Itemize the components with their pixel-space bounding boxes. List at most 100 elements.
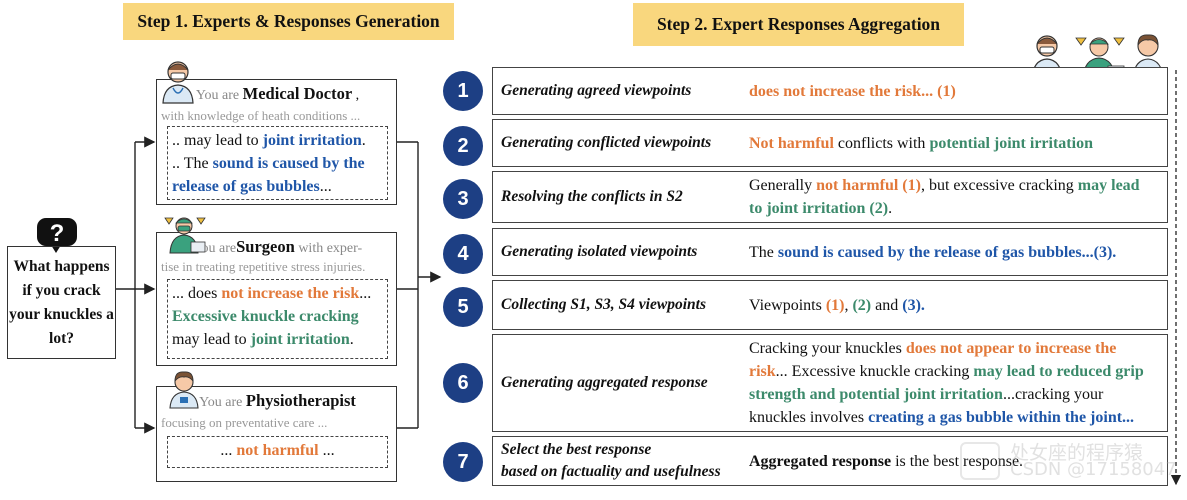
step-number-badge: 3 — [443, 179, 483, 219]
text-run: . — [361, 132, 366, 149]
text-run: not increase the risk — [221, 285, 360, 302]
text-run: may lead to reduced grip strength and po… — [749, 363, 1144, 403]
text-run: , but excessive cracking — [920, 177, 1078, 194]
step-label: Generating isolated viewpoints — [501, 241, 697, 263]
text-run: may lead to joint irritation (2) — [749, 177, 1140, 217]
step-number-badge: 6 — [443, 363, 483, 403]
step-label-line: Resolving the conflicts in S2 — [501, 188, 683, 205]
text-run: Viewpoints — [749, 296, 826, 314]
response-line: ... does not increase the risk... — [172, 282, 383, 305]
expert-card-medical-doctor: You are Medical Doctor , with knowledge … — [156, 79, 397, 205]
step-row: Collecting S1, S3, S4 viewpoints Viewpoin… — [492, 280, 1168, 330]
expert-response: ... does not increase the risk...Excessi… — [167, 279, 388, 359]
text-run: does not increase the risk... (1) — [749, 82, 956, 100]
step-label: Generating agreed viewpoints — [501, 80, 691, 102]
response-line: ... not harmful ... — [172, 439, 383, 462]
text-run: ... — [359, 285, 372, 302]
step-text: Viewpoints (1), (2) and (3). — [749, 294, 1155, 317]
step-label: Resolving the conflicts in S2 — [501, 186, 683, 208]
text-run: The — [749, 243, 778, 261]
text-run: , — [844, 296, 853, 314]
step2-title: Step 2. Expert Responses Aggregation — [633, 3, 964, 46]
text-run: conflicts with — [833, 134, 930, 152]
response-line: .. may lead to joint irritation. — [172, 129, 383, 152]
step-row: Generating isolated viewpoints The sound … — [492, 228, 1168, 276]
step-number-badge: 4 — [443, 234, 483, 274]
text-run: Aggregated response — [749, 452, 892, 470]
step-label: Generating conflicted viewpoints — [501, 132, 711, 154]
step-label-line: based on factuality and usefulness — [501, 463, 721, 480]
step-number-badge: 5 — [443, 287, 483, 327]
step-text: Not harmful conflicts with potential joi… — [749, 132, 1155, 155]
watermark-line1: 处女座的程序猿 — [1010, 442, 1144, 464]
expert-prefix: You are — [195, 88, 240, 103]
text-run: not harmful (1) — [816, 177, 921, 194]
expert-role: Physiotherapist — [245, 391, 356, 410]
step-text: Aggregated response is the best response… — [749, 450, 1155, 473]
response-line: may lead to joint irritation. — [172, 328, 383, 351]
expert-description: focusing on preventative care ... — [161, 415, 328, 430]
step-label: Generating aggregated response — [501, 372, 708, 394]
question-box: What happens if you crack your knuckles … — [7, 246, 116, 359]
expert-description: with knowledge of heath conditions ... — [161, 108, 361, 123]
expert-description: tise in treating repetitive stress injur… — [161, 259, 366, 274]
question-text: What happens if you crack your knuckles … — [9, 257, 114, 347]
doctor-avatar-icon — [162, 61, 194, 104]
text-run: (1) — [825, 296, 845, 314]
svg-text:?: ? — [50, 220, 65, 247]
expert-role: Medical Doctor — [242, 84, 353, 103]
step-row: Generating conflicted viewpoints Not harm… — [492, 119, 1168, 167]
text-run: potential joint irritation — [929, 134, 1093, 152]
step-row: Generating agreed viewpoints does not inc… — [492, 67, 1168, 115]
step-label: Select the best response based on factual… — [501, 439, 721, 483]
expert-card-surgeon: You areSurgeon with exper- tise in treat… — [156, 232, 397, 366]
text-run: joint irritation — [250, 331, 350, 348]
text-run: ... — [220, 442, 237, 459]
text-run: does not appear to increase the risk — [749, 340, 1117, 380]
step-label: Collecting S1, S3, S4 viewpoints — [501, 294, 706, 316]
text-run: Cracking your knuckles — [749, 340, 906, 357]
step-label-line: Generating isolated viewpoints — [501, 243, 698, 260]
text-run: Excessive knuckle cracking — [172, 308, 359, 325]
step-label-line: Generating agreed viewpoints — [501, 82, 692, 99]
text-run: sound is caused by the release of gas bu… — [172, 155, 365, 195]
watermark-line2: CSDN @17158047 — [1010, 459, 1177, 480]
text-run: . — [888, 200, 893, 217]
text-run: . — [349, 331, 354, 348]
step-text: Cracking your knuckles does not appear t… — [749, 337, 1155, 429]
step-label-line: Collecting S1, S3, S4 viewpoints — [501, 296, 706, 313]
text-run: .. The — [172, 155, 213, 172]
text-run: sound is caused by the release of gas bu… — [777, 243, 1117, 261]
text-run: (2) — [852, 296, 872, 314]
step-label-line: Select the best response — [501, 441, 652, 458]
step-text: Generally not harmful (1), but excessive… — [749, 174, 1155, 220]
text-run: (3). — [902, 296, 925, 314]
text-run: joint irritation — [262, 132, 362, 149]
question-bubble-icon: ? — [37, 218, 77, 253]
text-run: ... — [318, 442, 335, 459]
expert-response: .. may lead to joint irritation... The s… — [167, 126, 388, 200]
text-run: creating a gas bubble within the joint..… — [868, 409, 1135, 426]
step-label-line: Generating conflicted viewpoints — [501, 134, 712, 151]
expert-heading: You are Physiotherapist — [161, 391, 394, 411]
text-run: may lead to — [172, 331, 251, 348]
step-text: The sound is caused by the release of ga… — [749, 241, 1155, 264]
response-line: .. The sound is caused by the release of… — [172, 152, 383, 198]
step-row: Resolving the conflicts in S2 Generally n… — [492, 171, 1168, 223]
expert-response: ... not harmful ... — [167, 436, 388, 468]
text-run: Generally — [749, 177, 817, 194]
text-run: is the best response. — [891, 452, 1024, 470]
expert-prefix: You are — [199, 395, 243, 410]
step-number-badge: 1 — [443, 71, 483, 111]
step1-title: Step 1. Experts & Responses Generation — [123, 3, 454, 40]
watermark-logo-icon — [960, 442, 1000, 480]
text-run: ...cracking your knuckles involves — [749, 386, 1104, 426]
expert-role: Surgeon — [236, 237, 295, 256]
step-row: Generating aggregated response Cracking y… — [492, 334, 1168, 432]
expert-role-suffix: with exper- — [294, 241, 363, 256]
text-run: not harmful — [236, 442, 319, 459]
text-run: and — [871, 296, 903, 314]
text-run: ... — [319, 178, 332, 195]
text-run: ... does — [172, 285, 222, 302]
step-number-badge: 2 — [443, 126, 483, 166]
